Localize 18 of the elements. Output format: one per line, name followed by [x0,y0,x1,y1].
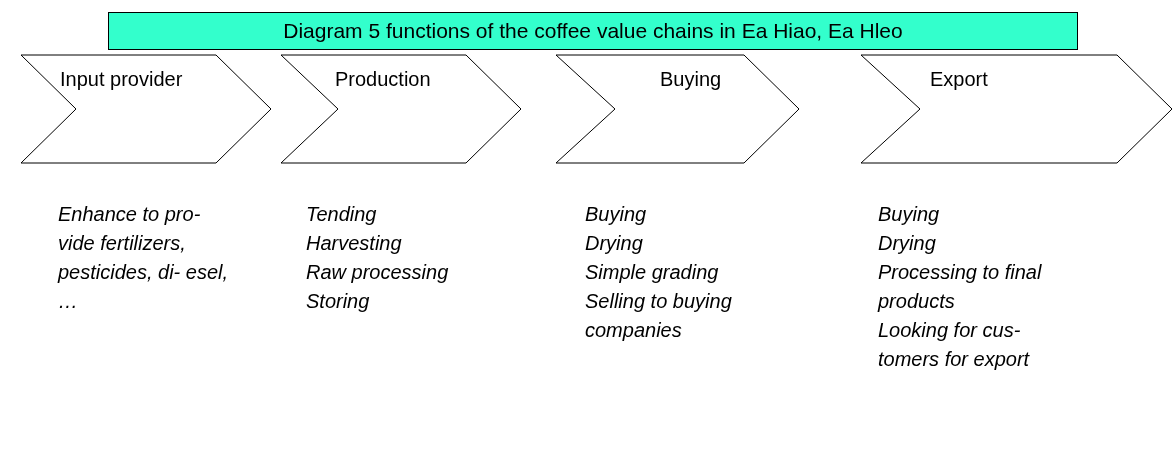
activity-text: Tending [306,202,378,227]
activity-text: Simple grading [585,260,720,285]
activity-text: Drying [878,231,937,256]
activity-text: Looking for cus- tomers for export [878,318,1031,372]
title-banner: Diagram 5 functions of the coffee value chains in Ea Hiao, Ea Hleo [108,12,1078,50]
stage-label: Buying [660,68,722,91]
activity-text: Selling to buying companies [585,289,733,343]
activity-text: Enhance to pro- vide fertilizers, pesticides, di- esel, … [58,202,230,314]
activity-text: Storing [306,289,371,314]
activity-text: Harvesting [306,231,403,256]
stage-label: Production [335,68,431,91]
activity-text: Processing to final products [878,260,1043,314]
activity-text: Raw processing [306,260,450,285]
activity-text: Drying [585,231,644,256]
stage-label: Input provider [60,68,183,91]
activity-text: Buying [585,202,648,227]
stage-label: Export [930,68,988,91]
activity-text: Buying [878,202,941,227]
